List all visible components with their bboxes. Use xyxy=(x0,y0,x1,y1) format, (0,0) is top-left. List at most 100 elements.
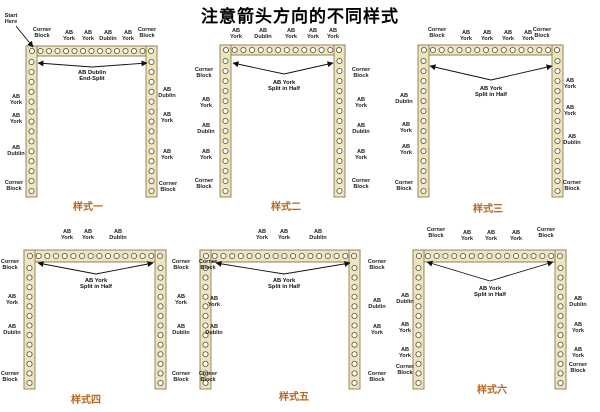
leg-hole xyxy=(26,341,33,348)
bar-hole xyxy=(335,46,343,54)
leg-hole xyxy=(420,97,427,105)
bar-hole xyxy=(539,252,546,260)
leg-hole xyxy=(420,77,427,85)
leg-hole xyxy=(336,97,343,105)
leg-hole xyxy=(420,187,427,195)
leg-hole xyxy=(28,148,35,155)
leg-hole xyxy=(222,57,229,65)
split-arrow xyxy=(490,64,553,81)
bar-hole xyxy=(451,252,458,260)
bar-hole xyxy=(35,252,42,260)
leg-hole xyxy=(557,341,564,348)
bar-hole xyxy=(290,252,297,260)
leg-hole xyxy=(28,88,35,95)
leg-hole xyxy=(351,303,358,310)
leg-hole xyxy=(202,351,209,358)
leg-hole xyxy=(557,379,564,387)
bar-hole xyxy=(504,252,511,260)
leg-hole xyxy=(351,341,358,348)
bar-hole xyxy=(54,47,61,55)
leg-hole xyxy=(148,118,155,125)
bar-hole xyxy=(88,47,95,55)
leg-hole xyxy=(157,303,164,310)
bar-hole xyxy=(62,47,70,55)
bar-hole xyxy=(79,47,87,55)
bar-hole xyxy=(324,252,331,260)
bar-hole xyxy=(139,47,146,55)
leg-hole xyxy=(557,293,564,300)
leg-hole xyxy=(351,284,358,291)
bar-hole xyxy=(292,46,299,54)
left-leg xyxy=(412,249,425,390)
bar-hole xyxy=(87,252,94,260)
leg-hole xyxy=(157,332,164,339)
leg-hole xyxy=(554,107,561,115)
leg-hole xyxy=(415,351,422,358)
leg-hole xyxy=(28,118,35,125)
leg-hole xyxy=(336,107,343,115)
leg-hole xyxy=(28,58,35,66)
leg-hole xyxy=(351,379,358,387)
leg-hole xyxy=(415,293,422,300)
bar-hole xyxy=(220,252,227,260)
bar-hole xyxy=(139,252,146,260)
leg-hole xyxy=(554,57,561,65)
bar-hole xyxy=(96,47,104,55)
split-arrow xyxy=(489,260,554,282)
bar-hole xyxy=(113,252,120,260)
leg-hole xyxy=(157,312,164,319)
leg-hole xyxy=(148,78,155,85)
leg-hole xyxy=(557,303,564,310)
leg-hole xyxy=(336,157,343,165)
leg-hole xyxy=(222,87,229,95)
leg-hole xyxy=(554,177,561,185)
bar-hole xyxy=(272,252,279,260)
leg-hole xyxy=(28,158,35,165)
leg-hole xyxy=(351,264,358,272)
leg-hole xyxy=(202,332,209,339)
leg-hole xyxy=(351,332,358,339)
bar-hole xyxy=(474,46,481,54)
bar-hole xyxy=(78,252,86,260)
leg-hole xyxy=(222,127,229,135)
leg-hole xyxy=(351,360,358,367)
bar-hole xyxy=(342,252,349,260)
bar-hole xyxy=(556,252,564,260)
leg-hole xyxy=(415,284,422,291)
leg-hole xyxy=(222,147,229,155)
bar-hole xyxy=(486,252,493,260)
bar-hole xyxy=(275,46,282,54)
leg-hole xyxy=(557,264,564,272)
leg-hole xyxy=(554,97,561,105)
bar-hole xyxy=(424,252,431,260)
bar-hole xyxy=(249,46,256,54)
leg-hole xyxy=(336,77,343,85)
leg-hole xyxy=(420,57,427,65)
leg-hole xyxy=(148,158,155,165)
leg-hole xyxy=(336,57,343,65)
leg-hole xyxy=(202,370,209,377)
leg-hole xyxy=(557,312,564,319)
bar-hole xyxy=(283,46,290,54)
